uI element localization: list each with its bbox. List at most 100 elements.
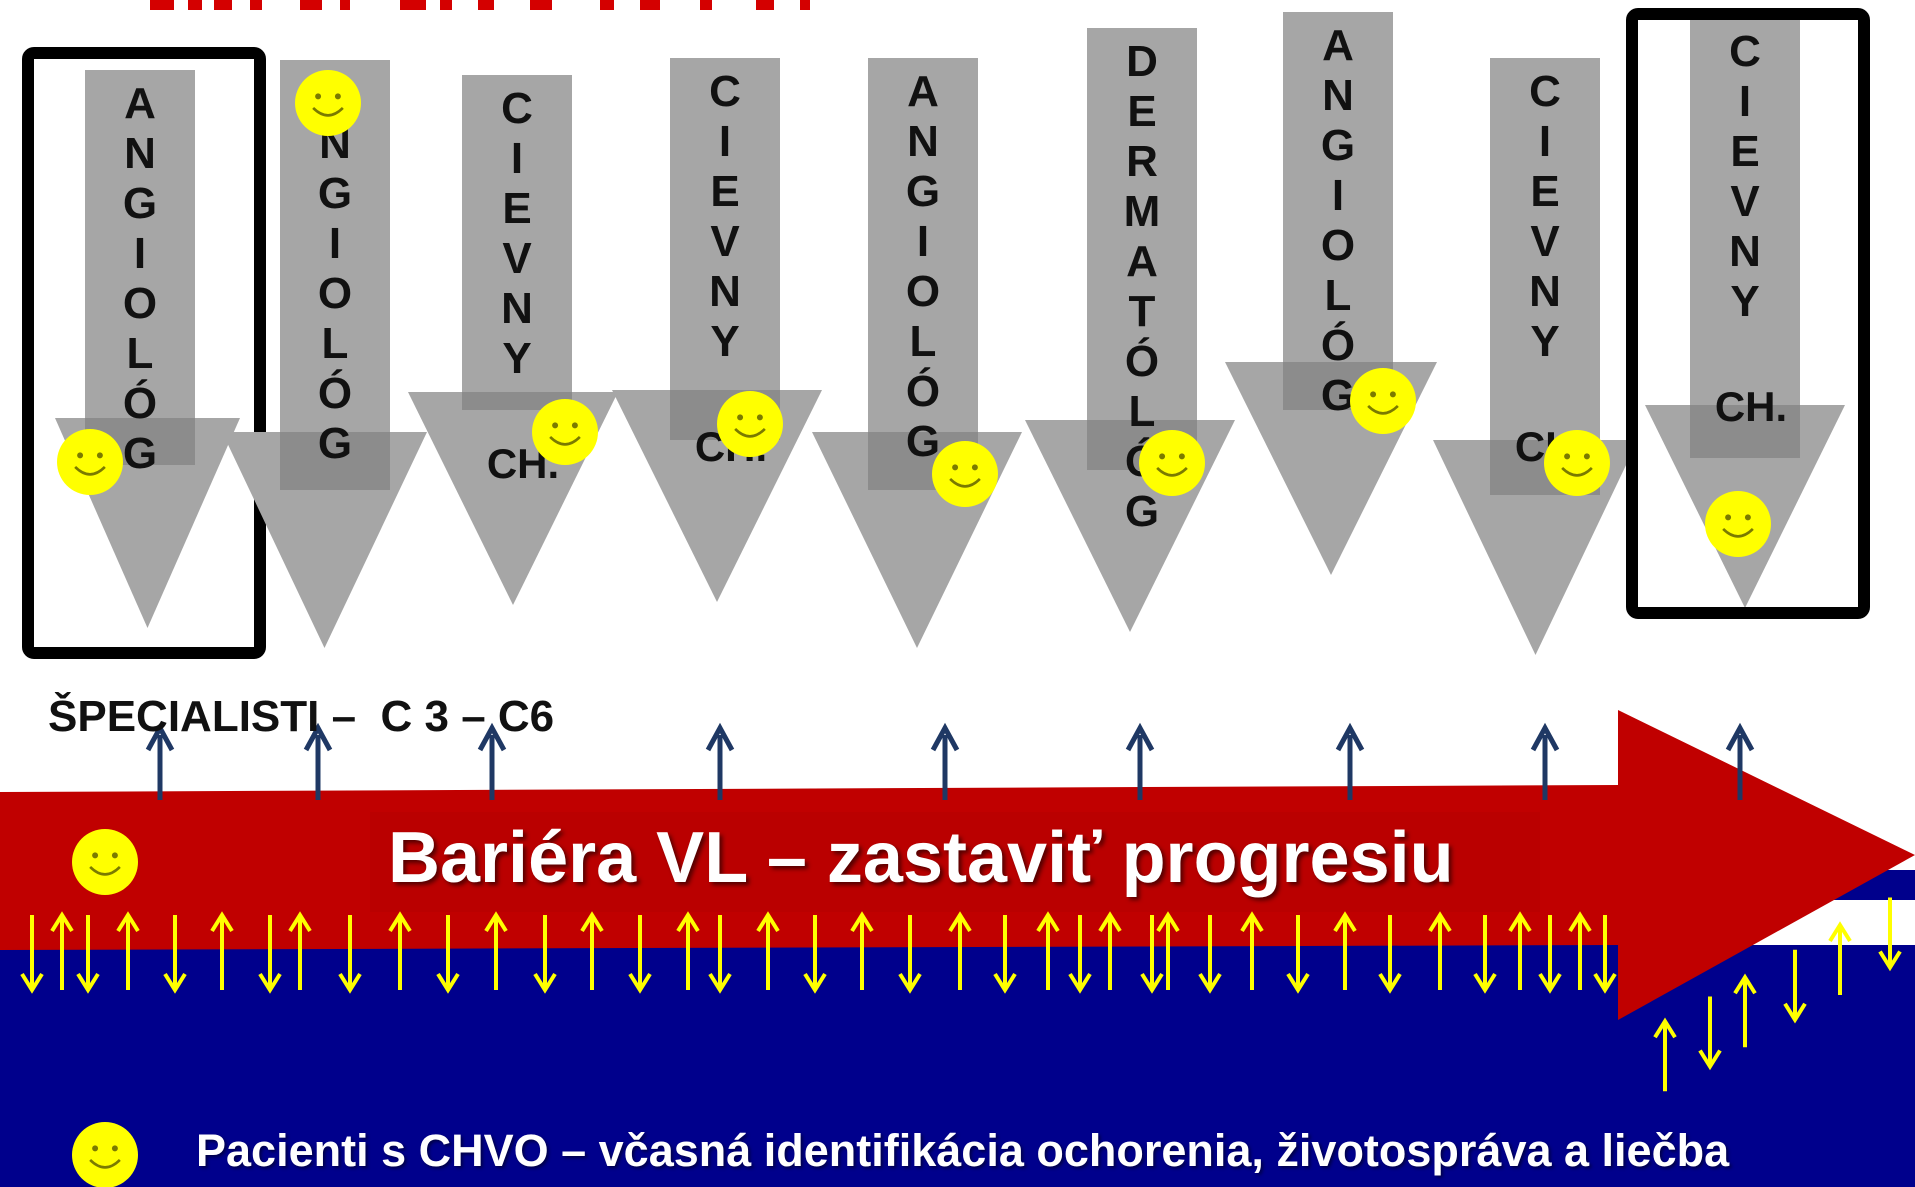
small-arrow-head	[708, 972, 732, 994]
up-arrow-icon	[1125, 722, 1155, 800]
smiley-face-icon	[72, 1122, 138, 1187]
arrow-letter: C	[709, 67, 741, 116]
small-down-arrow-icon	[1068, 915, 1092, 994]
arrow-letter: Y	[1730, 277, 1759, 326]
small-arrow-head	[533, 972, 557, 994]
small-arrow-head	[1698, 1049, 1722, 1071]
small-arrow-head	[163, 972, 187, 994]
smiley-eye	[571, 422, 578, 429]
small-arrow-head	[1286, 972, 1310, 994]
small-arrow-head	[803, 972, 827, 994]
arrow-letter: C	[1729, 27, 1761, 76]
barrier-label: Bariéra VL – zastaviť progresiu	[388, 818, 1454, 898]
small-arrow-head	[76, 972, 100, 994]
small-up-arrow-icon	[1568, 911, 1592, 990]
small-down-arrow-icon	[258, 915, 282, 994]
blue-band	[0, 945, 1915, 1187]
small-arrow-head	[1878, 950, 1902, 972]
small-arrow-head	[676, 911, 700, 933]
arrow-letter: Y	[502, 334, 531, 383]
arrow-overlap	[462, 392, 572, 410]
smiley-mouth	[74, 465, 106, 476]
small-down-arrow-icon	[1593, 915, 1617, 994]
arrow-letter: N	[907, 117, 939, 166]
smiley-eye	[1583, 453, 1590, 460]
title-fragment	[250, 0, 262, 10]
smiley-mouth	[734, 427, 766, 438]
arrow-letter: Ó	[1125, 336, 1159, 386]
title-fragment	[214, 0, 232, 10]
up-arrow-icon	[477, 722, 507, 800]
up-arrow-icon	[303, 722, 333, 800]
arrow-letter: G	[906, 417, 940, 466]
small-arrow-head	[1568, 911, 1592, 933]
smiley-face-icon	[72, 829, 138, 895]
title-fragment	[400, 0, 426, 10]
smiley-eye	[737, 414, 744, 421]
small-down-arrow-icon	[1783, 949, 1807, 1024]
title-fragment	[188, 0, 202, 10]
small-down-arrow-icon	[1538, 915, 1562, 994]
arrow-letter: G	[318, 419, 352, 468]
title-fragment	[478, 0, 494, 10]
up-arrow-head	[705, 722, 735, 752]
arrow-letter: D	[1126, 37, 1158, 86]
small-arrow-head	[1333, 911, 1357, 933]
arrow-letter: N	[1322, 71, 1354, 120]
smiley-mouth	[89, 865, 121, 876]
arrow-letter: C	[1529, 67, 1561, 116]
up-arrow-icon	[1530, 722, 1560, 800]
smiley-eye	[111, 1145, 118, 1152]
smiley-face	[1705, 491, 1771, 557]
yellow-small-arrows	[20, 897, 1902, 1092]
highlight-box	[22, 47, 266, 659]
arrow-letter: O	[123, 279, 157, 328]
small-down-arrow-icon	[1473, 915, 1497, 994]
small-arrow-head	[1140, 972, 1164, 994]
up-arrow-icon	[1335, 722, 1365, 800]
small-arrow-head	[288, 911, 312, 933]
arrow-letter: Ó	[906, 366, 940, 416]
arrow-shaft	[85, 70, 195, 465]
arrow-overlap	[280, 432, 390, 490]
cropped-title-remnant	[150, 0, 810, 10]
smiley-eye	[1370, 391, 1377, 398]
small-up-arrow-icon	[756, 911, 780, 990]
small-arrow-head	[1783, 1002, 1807, 1024]
small-arrow-head	[20, 972, 44, 994]
arrow-letter: N	[1729, 227, 1761, 276]
small-down-arrow-icon	[436, 915, 460, 994]
arrow-overlap	[1690, 405, 1800, 458]
navy-up-arrows	[145, 722, 1755, 800]
arrow-letter: I	[511, 134, 523, 183]
small-arrow-head	[210, 911, 234, 933]
small-arrow-head	[1156, 911, 1180, 933]
arrow-letter: A	[1126, 237, 1158, 286]
small-down-arrow-icon	[628, 915, 652, 994]
small-up-arrow-icon	[1428, 911, 1452, 990]
small-arrow-head	[1508, 911, 1532, 933]
title-fragment	[700, 0, 712, 10]
smiley-face	[1139, 430, 1205, 496]
arrow-letter: L	[322, 319, 349, 368]
smiley-face	[932, 441, 998, 507]
small-down-arrow-icon	[20, 915, 44, 994]
arrow-letter: M	[1124, 187, 1161, 236]
patients-label: Pacienti s CHVO – včasná identifikácia o…	[196, 1125, 1730, 1176]
title-fragment	[800, 0, 810, 10]
small-arrow-head	[50, 911, 74, 933]
arrow-letter: N	[501, 284, 533, 333]
arrow-letter: Y	[710, 317, 739, 366]
small-up-arrow-icon	[50, 911, 74, 990]
up-arrow-icon	[145, 722, 175, 800]
arrow-letter: L	[1325, 271, 1352, 320]
small-down-arrow-icon	[898, 915, 922, 994]
smiley-face	[295, 70, 361, 136]
title-fragment	[756, 0, 774, 10]
arrow-letter: G	[906, 167, 940, 216]
smiley-eye	[111, 852, 118, 859]
